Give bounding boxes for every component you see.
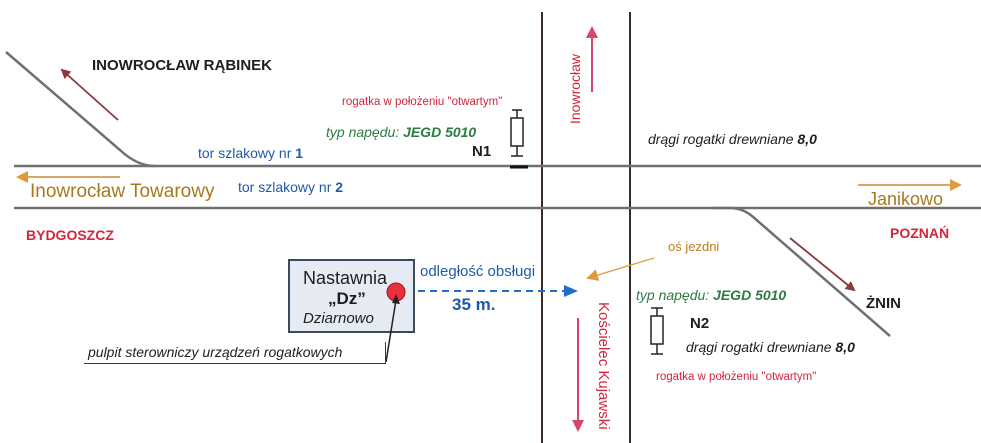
- n2-position-note: rogatka w położeniu "otwartym": [656, 371, 817, 383]
- n2-id: N2: [690, 315, 710, 332]
- n2-drive: typ napędu: JEGD 5010: [636, 288, 786, 302]
- signal-box-location: Dziarnowo: [303, 310, 374, 327]
- distance-value: 35 m.: [452, 295, 496, 314]
- n1-arms-note-text: drągi rogatki drewniane: [648, 131, 794, 147]
- panel-leader-line: [385, 294, 400, 363]
- road-inowroclaw: Inowrocław: [567, 53, 583, 124]
- panel-note: pulpit sterowniczy urządzeń rogatkowych: [88, 344, 343, 360]
- n2-arms-value: 8,0: [835, 339, 855, 355]
- n2-arms-note-text: drągi rogatki drewniane: [686, 339, 832, 355]
- place-znin: ŻNIN: [866, 295, 901, 312]
- track-2-number: 2: [335, 179, 344, 195]
- track-2-label-text: tor szlakowy nr: [238, 179, 332, 195]
- place-bydgoszcz: BYDGOSZCZ: [26, 227, 114, 243]
- n1-arms-value: 8,0: [797, 131, 817, 147]
- n1-arms-note: drągi rogatki drewniane 8,0: [648, 132, 817, 146]
- place-janikowo: Janikowo: [868, 189, 944, 209]
- n1-drive: typ napędu: JEGD 5010: [326, 125, 476, 139]
- n1-drive-label: typ napędu:: [326, 124, 400, 140]
- branch-znin: [712, 206, 891, 337]
- branch-rabinek: [5, 51, 156, 168]
- panel-callout-frame: [84, 342, 386, 364]
- signal-box-code: „Dz”: [328, 289, 366, 308]
- n2-drive-label: typ napędu:: [636, 287, 710, 303]
- track-1-label-text: tor szlakowy nr: [198, 145, 292, 161]
- track-1-label: tor szlakowy nr 1: [198, 146, 303, 160]
- arrow-znin: [789, 237, 856, 292]
- place-poznan: POZNAŃ: [890, 225, 950, 241]
- barrier-n1-symbol: [510, 109, 528, 169]
- road-axis-note: oś jezdni: [668, 239, 720, 254]
- road-koscielec: Kościelec Kujawski: [595, 302, 612, 430]
- track-2-label: tor szlakowy nr 2: [238, 180, 343, 194]
- place-rabinek: INOWROCŁAW RĄBINEK: [92, 57, 272, 74]
- n1-position-note: rogatka w położeniu "otwartym": [342, 96, 503, 108]
- n2-arms-note: drągi rogatki drewniane 8,0: [686, 340, 855, 354]
- distance-label: odległość obsługi: [420, 263, 536, 280]
- arrow-road-axis: [586, 257, 655, 281]
- place-towarowy: Inowrocław Towarowy: [30, 181, 215, 202]
- signal-box-name: Nastawnia: [303, 268, 388, 288]
- n1-drive-value: JEGD 5010: [403, 124, 477, 140]
- track-1-number: 1: [295, 145, 304, 161]
- n1-id: N1: [472, 143, 492, 160]
- n2-drive-value: JEGD 5010: [713, 287, 787, 303]
- barrier-n2-symbol: [650, 307, 664, 355]
- arrow-rabinek: [60, 68, 119, 121]
